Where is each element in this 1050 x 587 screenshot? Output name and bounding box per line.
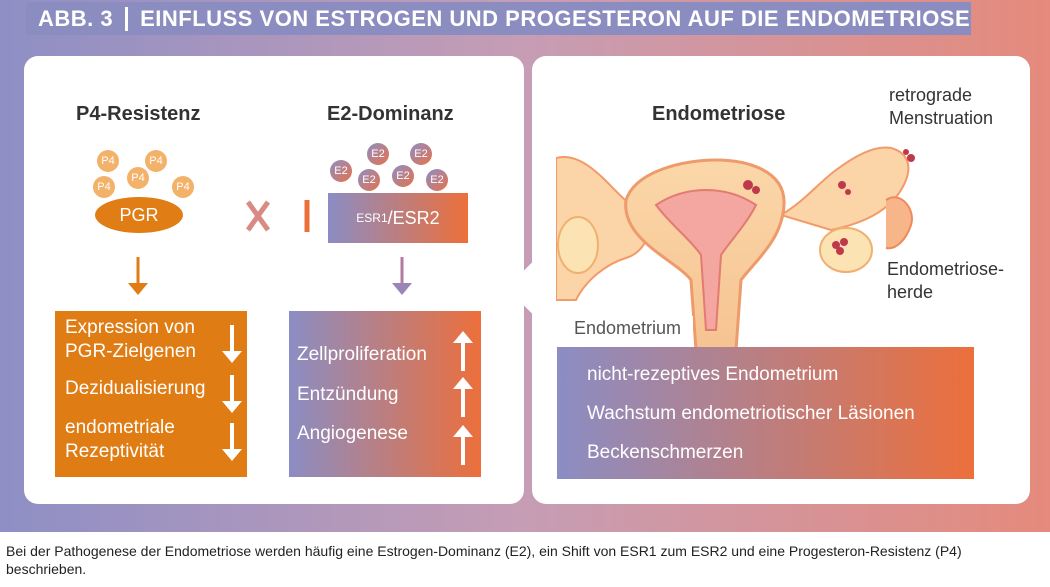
inhibition-arrow-icon	[204, 200, 310, 232]
p4-effects-box: Expression von PGR-Zielgenen Dezidualisi…	[55, 311, 247, 477]
pgr-receptor: PGR	[95, 197, 183, 233]
effect-decidualization: Dezidualisierung	[65, 378, 206, 399]
decrease-arrow-icon	[222, 423, 242, 461]
figure-title: EINFLUSS VON ESTROGEN UND PROGESTERON AU…	[140, 5, 971, 31]
retrograde-menstruation-label: retrograde Menstruation	[889, 85, 994, 128]
effect-receptivity: endometriale Rezeptivität	[65, 417, 175, 462]
figure-number: ABB. 3	[38, 5, 114, 31]
e2-effects-box: Zellproliferation Entzündung Angiogenese	[289, 311, 481, 477]
effect-lesion-growth: Wachstum endometriotischer Läsionen	[587, 403, 915, 424]
effect-angiogenesis: Angiogenese	[297, 423, 408, 444]
esr1-label: ESR1	[356, 211, 388, 225]
endometriosis-effects-box: nicht-rezeptives Endometrium Wachstum en…	[557, 347, 974, 479]
down-arrow-icon	[392, 257, 412, 295]
increase-arrow-icon	[453, 377, 473, 417]
figure-caption: Bei der Pathogenese der Endometriose wer…	[6, 543, 962, 577]
p4-molecule: P4	[127, 167, 149, 189]
esr-receptor-box: ESR1/ESR2	[328, 193, 468, 243]
decrease-arrow-icon	[222, 375, 242, 413]
e2-molecule: E2	[410, 143, 432, 165]
p4-resistance-heading: P4-Resistenz	[76, 103, 201, 125]
e2-molecule: E2	[426, 169, 448, 191]
endometriosis-heading: Endometriose	[652, 103, 786, 125]
e2-molecule: E2	[330, 160, 352, 182]
down-arrow-icon	[128, 257, 148, 295]
e2-molecule: E2	[392, 165, 414, 187]
p4-molecule: P4	[172, 176, 194, 198]
e2-dominance-heading: E2-Dominanz	[327, 103, 454, 125]
p4-molecule: P4	[97, 150, 119, 172]
title-separator	[125, 6, 129, 31]
e2-molecule: E2	[367, 143, 389, 165]
endometriosis-lesions-label: Endometriose- herde	[887, 259, 1005, 302]
uterus-illustration	[556, 146, 915, 350]
effect-proliferation: Zellproliferation	[297, 344, 427, 365]
effect-pelvic-pain: Beckenschmerzen	[587, 442, 744, 463]
effect-inflammation: Entzündung	[297, 384, 399, 405]
decrease-arrow-icon	[222, 325, 242, 363]
endometrium-label: Endometrium	[562, 316, 694, 341]
increase-arrow-icon	[453, 331, 473, 371]
effect-non-receptive: nicht-rezeptives Endometrium	[587, 364, 839, 385]
e2-molecule: E2	[358, 169, 380, 191]
increase-arrow-icon	[453, 425, 473, 465]
esr2-label: /ESR2	[387, 207, 440, 228]
figure-title-bar: ABB. 3 EINFLUSS VON ESTROGEN UND PROGEST…	[26, 2, 971, 35]
p4-molecule: P4	[145, 150, 167, 172]
p4-molecule: P4	[93, 176, 115, 198]
effect-pgr-genes: Expression von PGR-Zielgenen	[65, 317, 196, 362]
